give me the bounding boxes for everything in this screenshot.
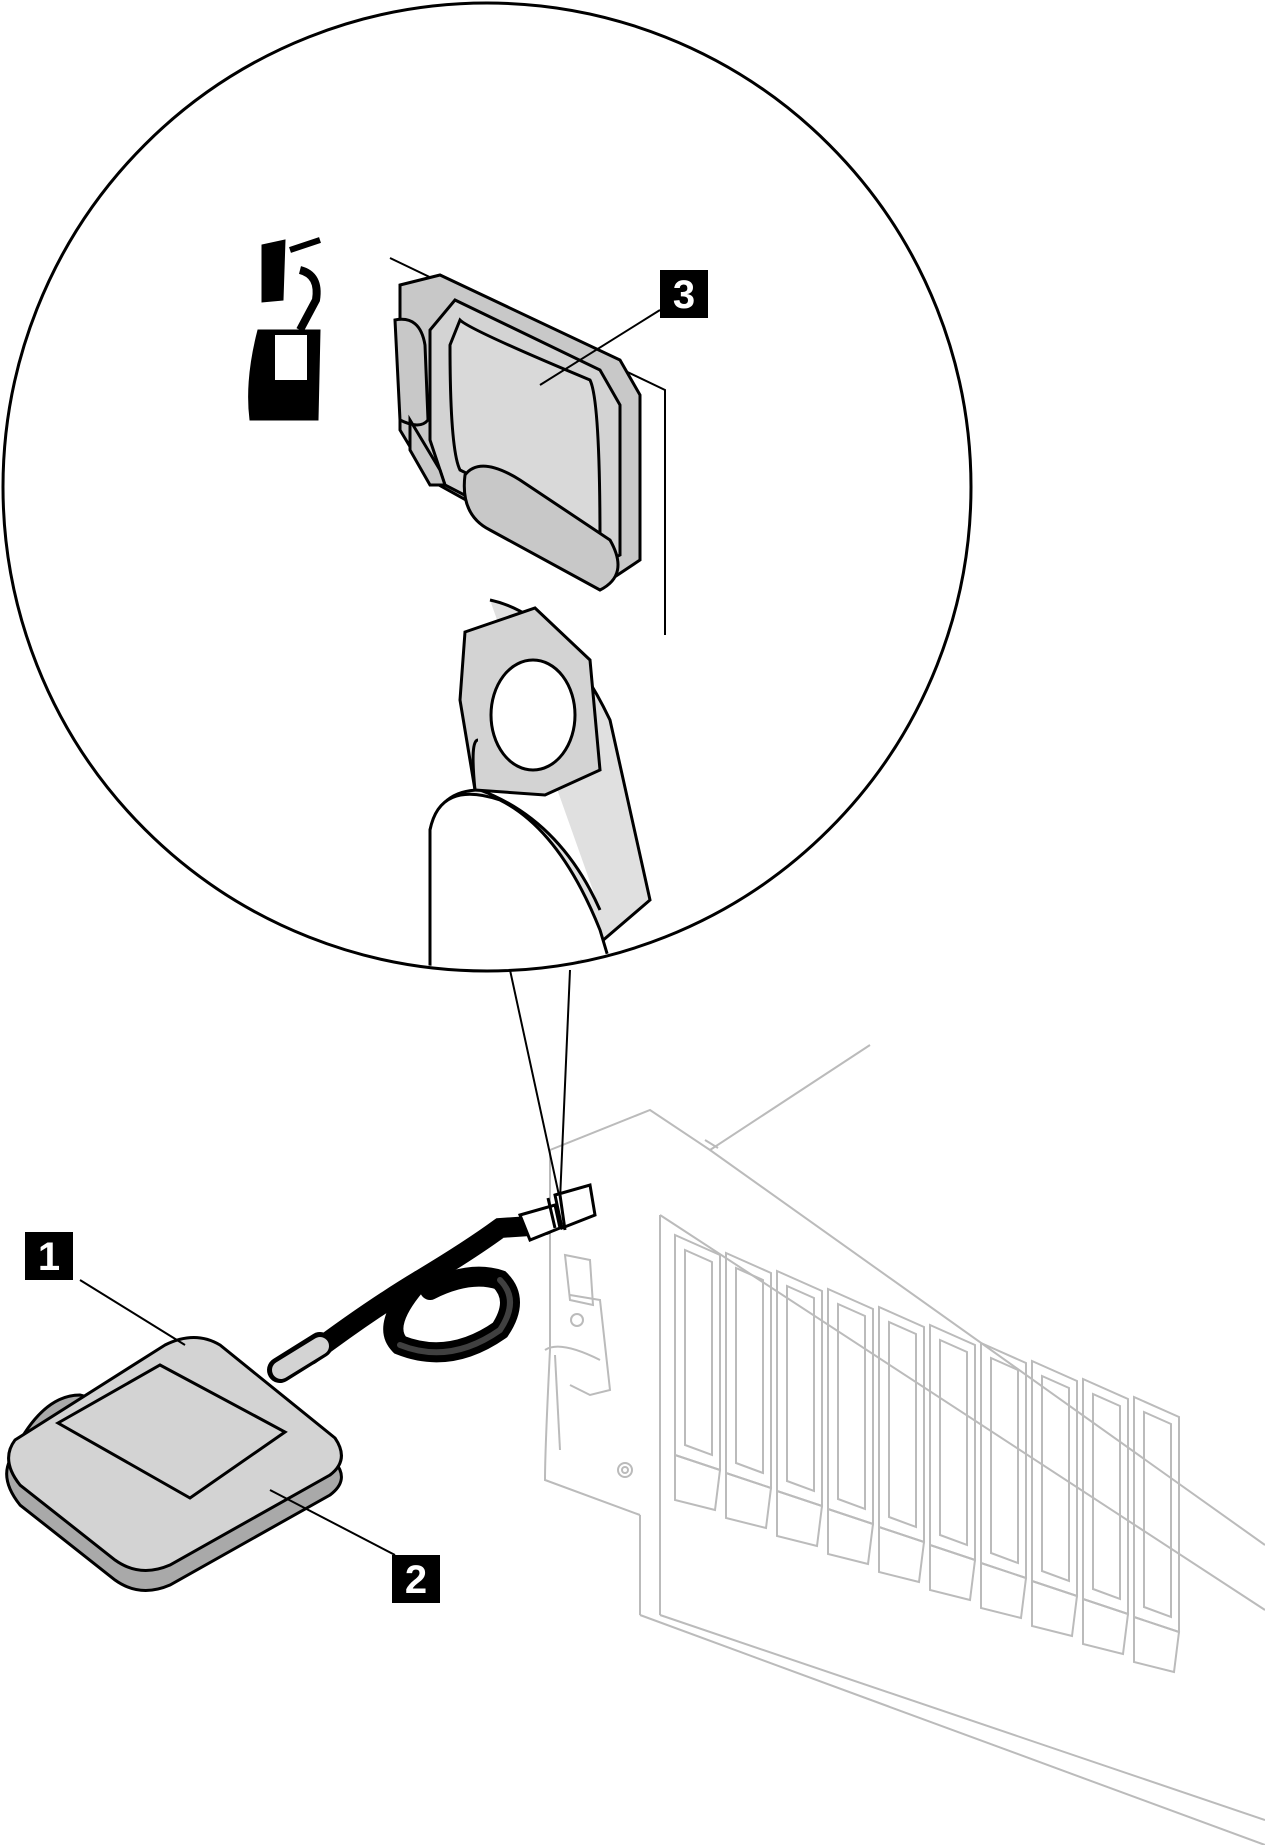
callout-3: 3: [660, 270, 708, 318]
callout-2: 2: [392, 1555, 440, 1603]
drive-bay: [929, 1323, 977, 1602]
leader-3: [539, 309, 661, 386]
handset: [5, 1336, 343, 1592]
svg-text:1: 1: [38, 1235, 60, 1279]
drive-bay: [1082, 1377, 1130, 1656]
handset-screen: [54, 1363, 288, 1500]
drive-bay: [1133, 1395, 1181, 1674]
zoom-leader: [509, 969, 571, 1201]
external-diagnostics-handset-icon: [248, 237, 321, 421]
drive-bay: [827, 1287, 875, 1566]
drive-bay: [725, 1251, 773, 1530]
svg-text:3: 3: [673, 273, 695, 317]
drive-bay: [674, 1233, 722, 1512]
handset-cable: [267, 1215, 555, 1383]
drive-bay: [878, 1305, 926, 1584]
cable-plug: [517, 1183, 597, 1242]
callout-leaders: [79, 309, 661, 1556]
leader-2: [269, 1489, 396, 1556]
server-chassis: [543, 1044, 1265, 1845]
drive-bays: [674, 1233, 1181, 1674]
svg-text:2: 2: [405, 1558, 427, 1602]
callout-1: 1: [25, 1232, 73, 1280]
leader-1: [79, 1279, 186, 1346]
drive-bay: [980, 1341, 1028, 1620]
drive-bay: [776, 1269, 824, 1548]
magnified-view: [1, 1, 973, 1201]
drive-bay: [1031, 1359, 1079, 1638]
handset-connector-port: [393, 273, 642, 592]
